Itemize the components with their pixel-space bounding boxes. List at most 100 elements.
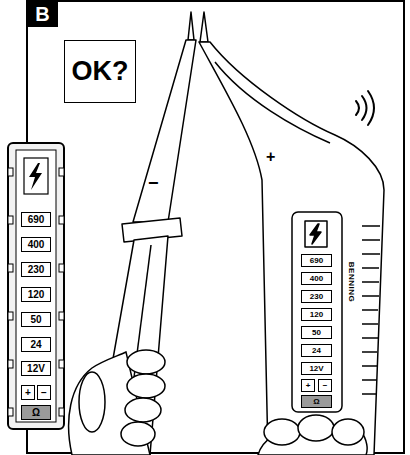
voltage-led: 12V: [301, 362, 332, 375]
finger: [298, 415, 334, 441]
probe-shaft: [133, 40, 196, 222]
finger: [332, 419, 364, 445]
node-text: +: [25, 388, 31, 398]
finger: [121, 422, 155, 446]
node-text: 230: [28, 265, 45, 275]
voltage-led: 24: [21, 337, 51, 352]
node-text: 120: [28, 290, 45, 300]
probe-tip: [200, 12, 208, 42]
node-text: 690: [28, 215, 45, 225]
zoom-panel: [8, 143, 64, 429]
node-text: Ω: [32, 408, 40, 418]
voltage-led: 120: [21, 287, 51, 302]
finger: [125, 398, 161, 422]
voltage-led: 50: [301, 326, 332, 339]
node-text: 12V: [309, 365, 323, 373]
notch: [59, 216, 64, 224]
tester-body: [199, 42, 384, 455]
polarity-mark: −: [148, 174, 159, 192]
node-text: 24: [312, 347, 321, 355]
polarity-led: +: [301, 379, 315, 392]
display-panel: [292, 212, 342, 412]
voltage-led: 12V: [21, 361, 51, 376]
grip-rib: [362, 365, 377, 367]
node-text: 400: [28, 240, 45, 250]
sound-wave: [362, 96, 367, 120]
notch: [8, 216, 13, 224]
sound-wave: [368, 91, 374, 125]
thumb: [264, 419, 300, 445]
voltage-led: 400: [21, 237, 51, 252]
voltage-led: 50: [21, 312, 51, 327]
grip-rib: [362, 295, 379, 297]
grip-rib: [362, 379, 377, 381]
polarity-mark: +: [266, 149, 275, 165]
node-text: 230: [310, 293, 323, 301]
node-text: 50: [30, 315, 41, 325]
lightning-symbol: [310, 224, 321, 244]
node-text: 690: [310, 257, 323, 265]
grip-rib: [362, 281, 379, 283]
notch: [8, 312, 13, 320]
thumb: [79, 372, 105, 432]
node-text: 120: [310, 311, 323, 319]
notch: [59, 168, 64, 176]
sound-wave: [356, 101, 359, 115]
sound-waves: [356, 91, 374, 125]
panel-letter: B: [27, 0, 58, 27]
node-text: +: [306, 382, 311, 390]
finger: [127, 374, 165, 398]
node-text: 12V: [27, 364, 45, 374]
grip-rib: [362, 351, 377, 353]
zoom-display-face: [16, 150, 56, 422]
notch: [59, 312, 64, 320]
node-text: −: [41, 388, 47, 398]
node-text: 24: [30, 340, 41, 350]
polarity-led: −: [318, 379, 332, 392]
zoom-panel-outline: [8, 143, 64, 429]
grip-ribs: [362, 226, 380, 394]
lightning-symbol: [29, 163, 42, 190]
node-text: B: [35, 4, 49, 24]
node-text: −: [323, 382, 328, 390]
notch: [59, 408, 64, 416]
lightning-box: [305, 221, 327, 247]
body-collar: [215, 62, 330, 143]
continuity-led: Ω: [21, 405, 51, 420]
continuity-led: Ω: [301, 395, 332, 408]
grip-rib: [362, 239, 380, 241]
voltage-led: 690: [301, 254, 332, 267]
left-hand: [69, 350, 165, 455]
notch: [8, 264, 13, 272]
node-text: 50: [312, 329, 321, 337]
voltage-led: 120: [301, 308, 332, 321]
probe-tip: [188, 12, 194, 40]
voltage-led: 690: [21, 212, 51, 227]
voltage-led: 24: [301, 344, 332, 357]
notch: [8, 168, 13, 176]
notch: [8, 360, 13, 368]
notch: [8, 408, 13, 416]
grip-rib: [362, 309, 378, 311]
polarity-led: +: [21, 385, 35, 400]
grip-rib: [362, 253, 380, 255]
voltage-led: 230: [21, 262, 51, 277]
polarity-led: −: [37, 385, 51, 400]
brand-text: BENNING: [347, 261, 355, 303]
positive-probe: [199, 12, 384, 455]
finger: [127, 350, 165, 374]
grip-rib: [362, 323, 378, 325]
grip-rib: [362, 225, 380, 227]
grip-rib: [362, 393, 376, 395]
node-text: Ω: [313, 398, 319, 406]
voltage-led: 400: [301, 272, 332, 285]
notch: [59, 360, 64, 368]
node-text: 400: [310, 275, 323, 283]
node-text: OK?: [72, 58, 129, 85]
grip-rib: [362, 337, 378, 339]
question-box: OK?: [64, 40, 136, 103]
grip-rib: [362, 267, 379, 269]
right-hand: [258, 415, 367, 455]
